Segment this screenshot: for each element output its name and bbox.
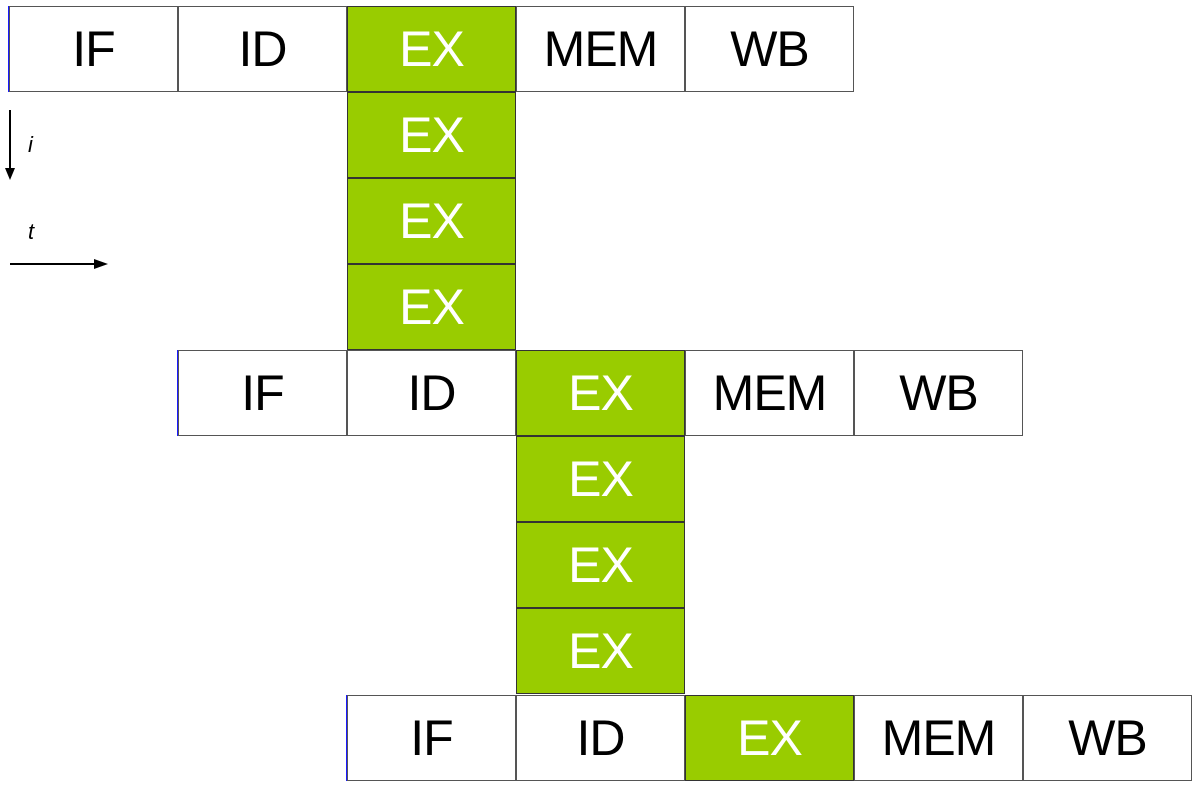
instruction-2-stage-wb: WB — [854, 350, 1023, 436]
instruction-1-stage-if: IF — [9, 6, 178, 92]
instruction-2-extra-ex-3: EX — [516, 608, 685, 694]
instruction-1-extra-ex-2: EX — [347, 178, 516, 264]
instruction-2-extra-ex-1: EX — [516, 436, 685, 522]
time-axis-label: t — [28, 219, 35, 244]
instruction-2-stage-mem: MEM — [685, 350, 854, 436]
instruction-1-extra-ex-1: EX — [347, 92, 516, 178]
instruction-3-stage-ex: EX — [685, 695, 854, 781]
instruction-3-stage-wb: WB — [1023, 695, 1192, 781]
instruction-1-stage-mem: MEM — [516, 6, 685, 92]
instruction-3-stage-mem: MEM — [854, 695, 1023, 781]
instruction-3-stage-id: ID — [516, 695, 685, 781]
instruction-1-stage-wb: WB — [685, 6, 854, 92]
instruction-2-stage-if: IF — [178, 350, 347, 436]
instruction-axis-label: i — [28, 132, 33, 157]
instruction-1-stage-ex: EX — [347, 6, 516, 92]
instruction-1-stage-id: ID — [178, 6, 347, 92]
instruction-2-stage-ex: EX — [516, 350, 685, 436]
instruction-axis-arrow-icon — [5, 110, 15, 180]
time-axis-arrow-icon — [10, 259, 108, 269]
instruction-3-stage-if: IF — [347, 695, 516, 781]
instruction-2-stage-id: ID — [347, 350, 516, 436]
instruction-2-extra-ex-2: EX — [516, 522, 685, 608]
instruction-1-extra-ex-3: EX — [347, 264, 516, 350]
